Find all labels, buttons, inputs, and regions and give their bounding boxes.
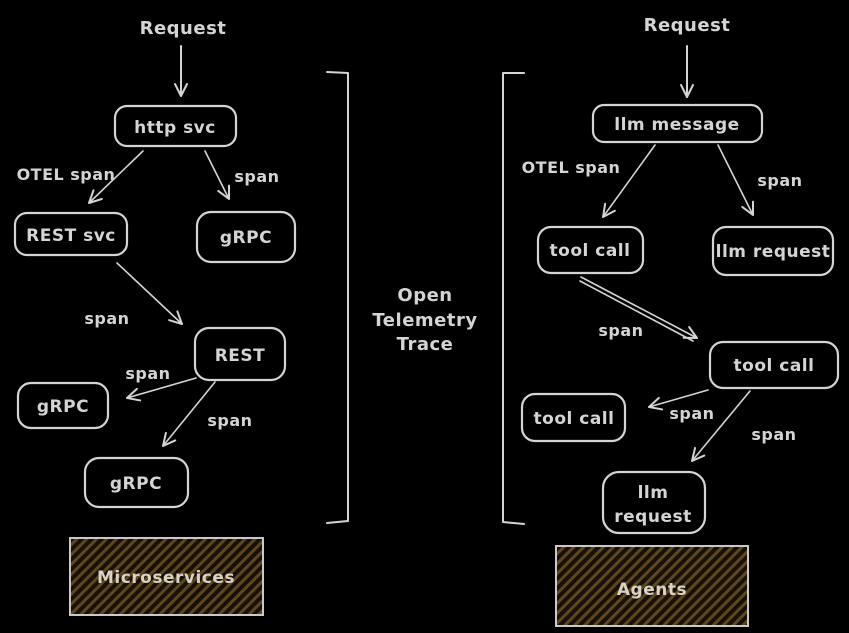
node-http-svc: http svc: [113, 104, 238, 148]
node-llm-message: llm message: [591, 103, 764, 144]
left-request-label: Request: [140, 18, 227, 39]
edge-tool-call-1-to-tool-call-2-double-stroke: [579, 280, 694, 342]
node-llm-request-2: llm request: [601, 470, 707, 535]
edge-label-otel-span-right: OTEL span: [522, 158, 621, 177]
edge-tool-call-2-to-llm-request-2: [691, 390, 751, 462]
right-bracket: [502, 72, 525, 525]
node-tool-call-2-label: tool call: [734, 356, 815, 376]
otel-trace-center: Open Telemetry Trace: [326, 71, 525, 525]
microservices-diagram: Request http svc OTEL span span REST svc…: [13, 18, 297, 616]
node-llm-request-1-label: llm request: [716, 242, 831, 262]
edge-label-span-tool-call-3: span: [669, 404, 714, 423]
edge-label-span-grpc-mid: span: [125, 364, 170, 383]
edge-rest-svc-to-rest: [116, 262, 183, 325]
agents-diagram: Request llm message OTEL span span tool …: [520, 15, 840, 627]
node-rest: REST: [193, 326, 287, 382]
node-tool-call-3: tool call: [520, 392, 627, 443]
center-title-line3: Trace: [397, 334, 454, 355]
edge-label-span-grpc-bottom: span: [207, 411, 252, 430]
node-rest-svc: REST svc: [13, 211, 129, 257]
edge-rest-to-grpc-bottom: [162, 381, 216, 447]
center-title-line2: Telemetry: [372, 310, 477, 331]
edge-rest-to-grpc-mid: [126, 377, 197, 402]
node-llm-request-1: llm request: [711, 225, 835, 277]
node-grpc-top-label: gRPC: [220, 228, 272, 248]
edge-label-span-llm-request-1: span: [757, 171, 802, 190]
node-tool-call-2: tool call: [708, 340, 840, 390]
edge-label-span-llm-request-2: span: [751, 425, 796, 444]
node-rest-label: REST: [215, 346, 266, 366]
edge-http-to-rest-svc: [88, 150, 144, 204]
node-llm-request-2-label-line2: request: [614, 507, 691, 527]
edge-label-otel-span-left: OTEL span: [17, 165, 116, 184]
microservices-category-box: Microservices: [69, 537, 264, 616]
edge-http-to-grpc-top: [204, 150, 230, 200]
microservices-category-label: Microservices: [97, 568, 235, 588]
node-tool-call-3-label: tool call: [534, 409, 615, 429]
right-request-label: Request: [644, 15, 731, 36]
edge-tool-call-2-to-tool-call-3: [648, 389, 709, 411]
node-tool-call-1-label: tool call: [550, 241, 631, 261]
agents-category-box: Agents: [555, 545, 749, 627]
left-bracket: [326, 71, 349, 524]
node-grpc-bottom-label: gRPC: [110, 474, 162, 494]
node-http-svc-label: http svc: [134, 118, 216, 138]
node-llm-message-label: llm message: [614, 115, 739, 135]
node-tool-call-1: tool call: [536, 225, 645, 275]
agents-category-label: Agents: [617, 580, 687, 600]
center-title-line1: Open: [397, 285, 452, 306]
edge-label-span-rest: span: [84, 309, 129, 328]
node-grpc-top: gRPC: [195, 210, 297, 264]
edge-tool-call-1-to-tool-call-2: [580, 276, 698, 339]
node-grpc-mid-label: gRPC: [37, 397, 89, 417]
node-grpc-bottom: gRPC: [83, 456, 190, 509]
edge-llm-message-to-tool-call-1: [602, 144, 656, 218]
node-rest-svc-label: REST svc: [26, 226, 116, 246]
edge-label-span-tool-call-2: span: [598, 321, 643, 340]
node-llm-request-2-label-line1: llm: [638, 483, 669, 503]
node-grpc-mid: gRPC: [16, 381, 110, 430]
edge-label-span-grpc-top: span: [234, 167, 279, 186]
edge-llm-message-to-llm-request-1: [717, 144, 754, 216]
